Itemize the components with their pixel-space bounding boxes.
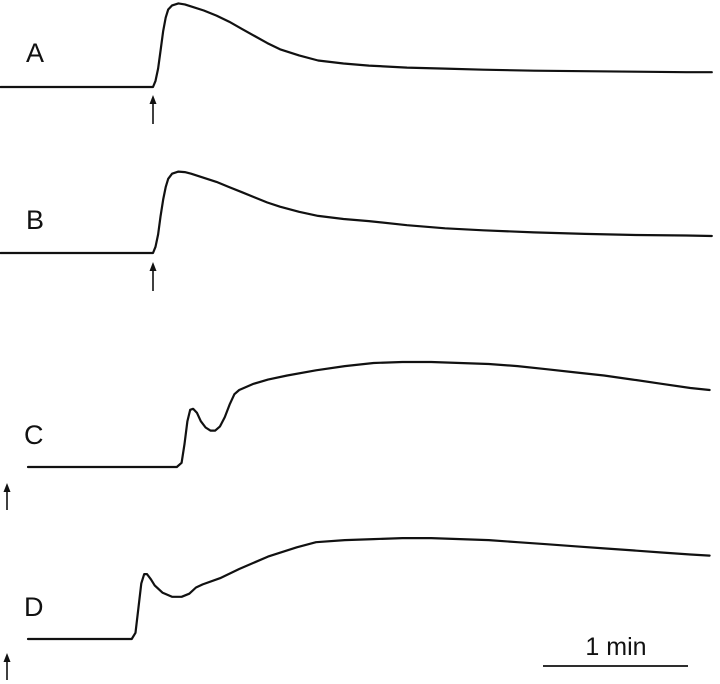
scale-bar-label: 1 min: [585, 633, 646, 661]
stimulus-arrow-icon-d: [3, 653, 11, 662]
stimulus-arrow-icon-c: [3, 483, 11, 492]
stimulus-arrow-icon-b: [149, 262, 157, 271]
trace-a: [0, 2, 713, 89]
trace-c: [26, 360, 711, 469]
stimulus-arrows-group: [3, 95, 157, 680]
panel-label-d: D: [24, 592, 44, 622]
trace-d: [26, 537, 711, 641]
stimulus-arrow-icon-a: [149, 95, 157, 104]
scale-bar-group: 1 min: [543, 633, 688, 667]
panel-label-a: A: [26, 38, 44, 68]
traces-group: [0, 2, 713, 641]
panel-labels-group: A B C D: [24, 38, 44, 622]
trace-b: [0, 170, 713, 255]
panel-label-b: B: [26, 205, 44, 235]
panel-label-c: C: [24, 420, 44, 450]
